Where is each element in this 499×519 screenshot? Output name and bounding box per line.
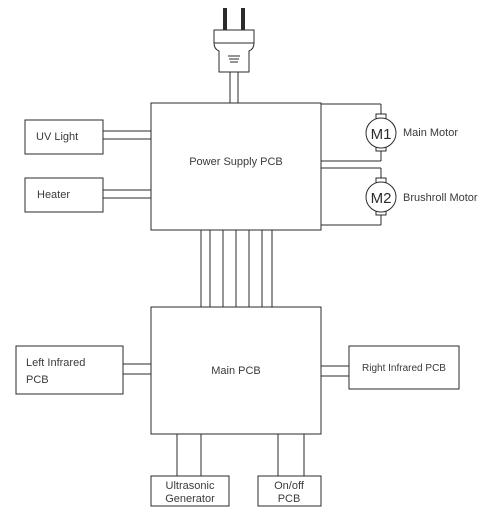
right-infrared-pcb: Right Infrared PCB — [321, 345, 460, 390]
brushroll-motor-tag: M2 — [371, 190, 392, 207]
main-motor-label: Main Motor — [403, 127, 458, 139]
brushroll-motor-label: Brushroll Motor — [403, 192, 478, 204]
main-pcb-label: Main PCB — [211, 365, 261, 377]
uv-light: UV Light — [24, 119, 151, 155]
pcb-connection-bundle — [200, 230, 273, 307]
left-infrared-pcb: Left Infrared PCB — [15, 345, 151, 395]
ultrasonic-generator-label-line2: Generator — [165, 493, 215, 505]
power-supply-pcb-label: Power Supply PCB — [189, 156, 283, 168]
heater: Heater — [24, 177, 151, 213]
onoff-pcb: On/off PCB — [257, 434, 322, 507]
left-infrared-pcb-label-line1: Left Infrared — [26, 357, 85, 369]
heater-label: Heater — [37, 189, 70, 201]
ultrasonic-generator-label-line1: Ultrasonic — [166, 480, 215, 492]
power-plug-icon — [213, 8, 255, 103]
motor-icon — [365, 113, 397, 152]
ultrasonic-generator: Ultrasonic Generator — [150, 434, 230, 507]
onoff-pcb-label-line2: PCB — [278, 493, 301, 505]
main-motor-tag: M1 — [371, 126, 392, 143]
main-motor: M1 Main Motor — [321, 103, 458, 162]
uv-light-label: UV Light — [36, 131, 78, 143]
power-supply-pcb: Power Supply PCB — [150, 102, 322, 231]
main-pcb: Main PCB — [150, 306, 322, 435]
onoff-pcb-label-line1: On/off — [274, 480, 305, 492]
motor-icon — [365, 177, 397, 216]
right-infrared-pcb-label: Right Infrared PCB — [362, 363, 446, 374]
left-infrared-pcb-label-line2: PCB — [26, 374, 49, 386]
brushroll-motor: M2 Brushroll Motor — [321, 167, 478, 226]
